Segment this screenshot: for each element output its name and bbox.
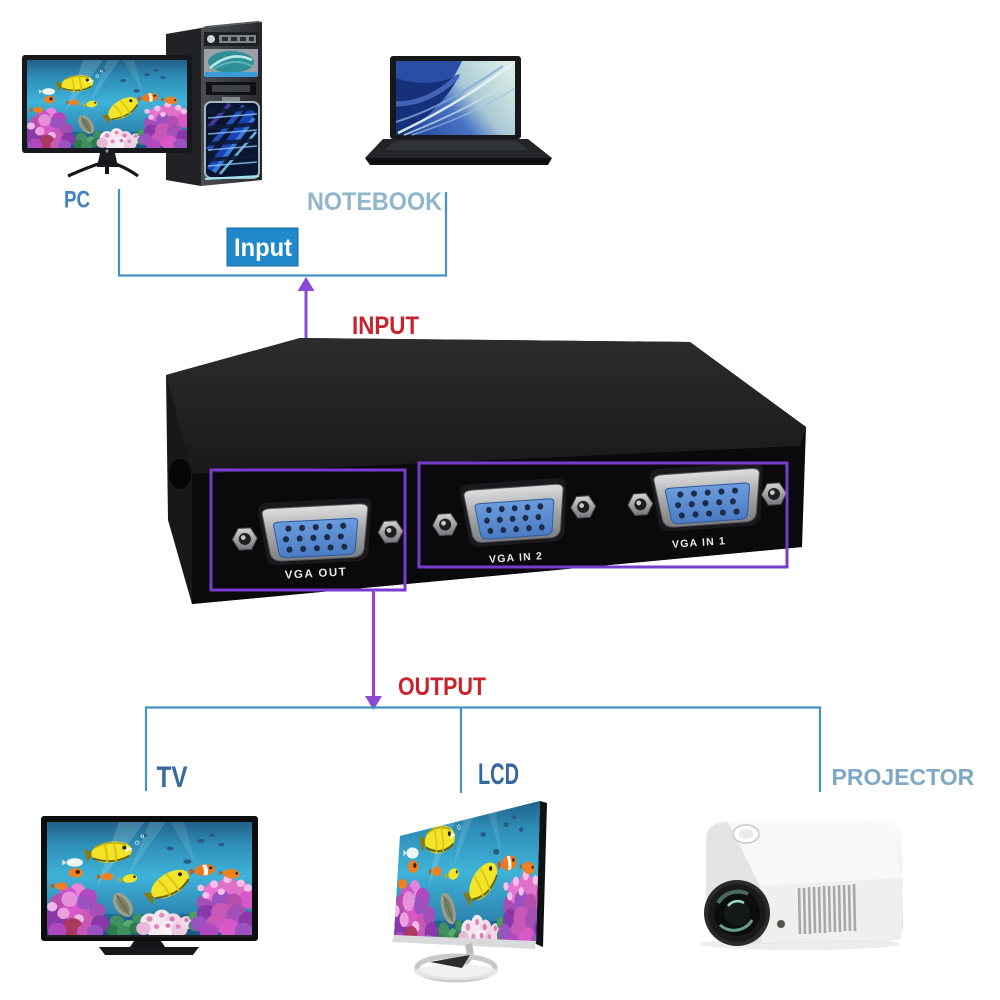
svg-text:VGA IN 2: VGA IN 2 <box>489 550 544 566</box>
svg-text:PROJECTOR: PROJECTOR <box>832 764 975 790</box>
svg-text:OUTPUT: OUTPUT <box>398 673 486 701</box>
svg-text:PC: PC <box>64 187 90 214</box>
svg-text:INPUT: INPUT <box>352 312 419 340</box>
svg-text:VGA IN 1: VGA IN 1 <box>672 535 727 551</box>
svg-text:TV: TV <box>157 761 188 794</box>
svg-text:LCD: LCD <box>478 758 519 791</box>
svg-text:VGA OUT: VGA OUT <box>285 566 348 581</box>
svg-text:Input: Input <box>234 234 293 262</box>
svg-text:NOTEBOOK: NOTEBOOK <box>307 188 442 216</box>
